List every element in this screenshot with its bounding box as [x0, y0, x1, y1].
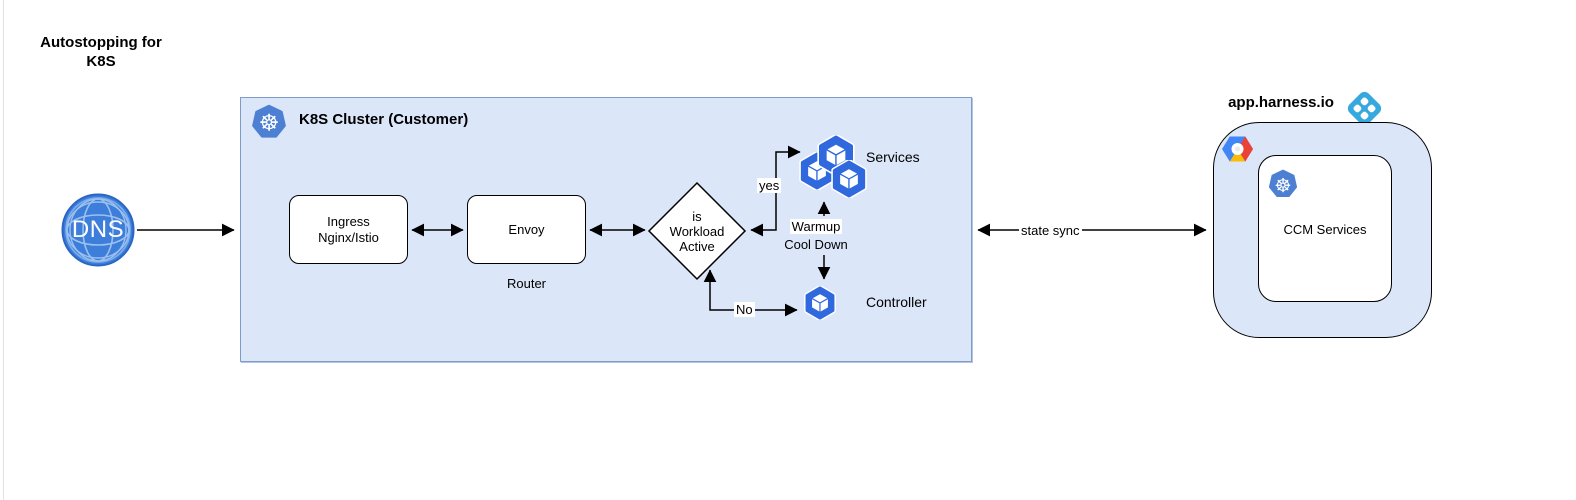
canvas-edge-line — [3, 0, 4, 500]
edge-label-warmup: Warmup — [789, 219, 843, 234]
controller-label: Controller — [866, 294, 927, 310]
router-caption: Router — [506, 276, 547, 291]
decision-label: is Workload Active — [669, 209, 725, 254]
ingress-node: Ingress Nginx/Istio — [289, 195, 408, 264]
kubernetes-icon-small — [1268, 169, 1298, 199]
harness-domain-label: app.harness.io — [1228, 94, 1334, 111]
edge-label-state-sync: state sync — [1019, 223, 1082, 238]
dns-globe-icon — [61, 193, 135, 267]
gcp-hexagon-icon — [1222, 136, 1253, 162]
ccm-services-label: CCM Services — [1283, 222, 1367, 237]
kubernetes-icon — [251, 104, 287, 140]
pod-icon — [803, 286, 837, 320]
edge-label-cooldown: Cool Down — [784, 237, 848, 252]
envoy-node: Envoy — [467, 195, 586, 264]
dns-node-label: DNS — [71, 216, 125, 243]
page-title: Autostopping for K8S — [40, 34, 162, 70]
ingress-node-label: Ingress Nginx/Istio — [318, 213, 379, 245]
cluster-title: K8S Cluster (Customer) — [299, 111, 469, 128]
edge-label-yes: yes — [757, 178, 782, 193]
services-label: Services — [866, 149, 920, 165]
pods-icon — [797, 135, 875, 201]
envoy-node-label: Envoy — [508, 221, 545, 237]
edge-label-no: No — [734, 302, 755, 317]
